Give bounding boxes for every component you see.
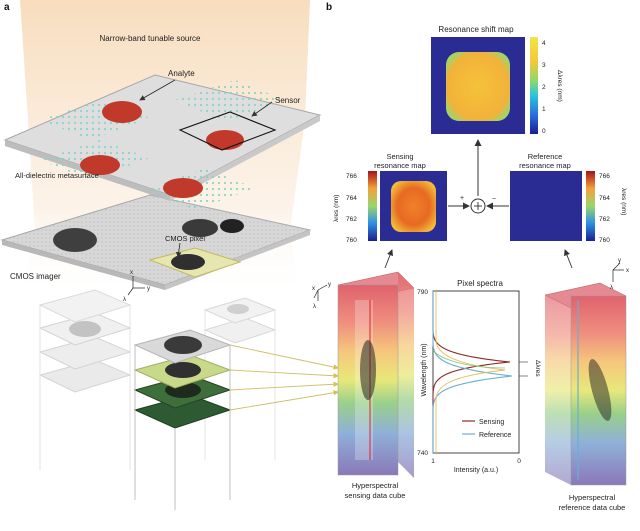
spectra-ylabel: Wavelength (nm) xyxy=(421,343,428,396)
left-cube-label-1: Hyperspectral xyxy=(352,481,399,490)
sensing-map-title-2: resonance map xyxy=(374,161,426,170)
reference-data-cube: Hyperspectral reference data cube x y λ xyxy=(544,258,629,512)
right-cube-label-2: reference data cube xyxy=(559,503,626,512)
spectra-xlabel: Intensity (a.u.) xyxy=(454,467,498,474)
shift-tick-0: 4 xyxy=(542,40,546,47)
axis-b-lambda: λ xyxy=(313,304,316,310)
sensing-map: Sensing resonance map 766 764 762 760 λr… xyxy=(333,152,447,244)
axis-b-x: x xyxy=(312,286,315,292)
pixel-stack-left xyxy=(38,289,132,470)
shift-label: Δλres xyxy=(534,360,541,377)
source-label: Narrow-band tunable source xyxy=(100,34,201,43)
spectra-ytick-top: 790 xyxy=(417,289,428,296)
panel-b-letter: b xyxy=(326,2,332,13)
pixel-stack-center xyxy=(133,329,232,510)
reference-tick-2: 762 xyxy=(599,216,610,223)
reference-map-title-1: Reference xyxy=(528,152,563,161)
spectra-axes xyxy=(432,290,520,454)
pixel-spectra: Pixel spectra 790 740 1 0 Wavelength (nm… xyxy=(417,279,541,474)
reference-map-title-2: resonance map xyxy=(519,161,571,170)
sensing-tick-2: 762 xyxy=(346,216,357,223)
sensing-data-cube: Hyperspectral sensing data cube x y λ xyxy=(312,271,415,500)
axis-b2-lambda: λ xyxy=(610,285,613,291)
arrow-cube-to-reference xyxy=(564,249,573,269)
reference-tick-3: 760 xyxy=(599,237,610,244)
spectra-title: Pixel spectra xyxy=(457,279,503,288)
sensing-curve xyxy=(432,291,511,453)
shift-tick-4: 0 xyxy=(542,128,546,135)
spectra-xtick-left: 1 xyxy=(431,458,435,465)
axis-b2-x: x xyxy=(626,268,629,274)
spectra-legend: Sensing Reference xyxy=(462,419,511,439)
reference-tick-1: 764 xyxy=(599,195,610,202)
panel-a-letter: a xyxy=(4,2,10,13)
sensor-label: Sensor xyxy=(275,96,301,105)
spectra-xtick-right: 0 xyxy=(517,458,521,465)
sample-curve-green xyxy=(432,349,506,369)
imager-label: CMOS imager xyxy=(10,272,61,281)
panel-a: a Narrow-band tunable source xyxy=(0,0,339,510)
sensing-tick-1: 764 xyxy=(346,195,357,202)
minus-sign: − xyxy=(492,196,496,203)
cmos-imager-layer: CMOS imager CMOS pixel y x λ xyxy=(0,194,312,303)
spectra-ytick-bottom: 740 xyxy=(417,450,428,457)
axis-b2-y: y xyxy=(618,258,621,264)
arrow-cube-to-sensing xyxy=(384,249,393,269)
sample-curve-yellow xyxy=(435,291,506,453)
axis-indicator-a: y x λ xyxy=(123,270,150,303)
reference-colorbar xyxy=(586,171,595,241)
reference-map-image xyxy=(510,171,582,241)
shift-tick-2: 2 xyxy=(542,84,546,91)
pixel-stack-right xyxy=(203,297,277,460)
axis-indicator-b-right: x y λ xyxy=(610,258,629,291)
analyte-label: Analyte xyxy=(168,69,195,78)
sensing-tick-0: 766 xyxy=(346,173,357,180)
shift-colorbar-label: Δλres (nm) xyxy=(556,70,563,102)
axis-a-y: y xyxy=(147,286,150,292)
plus-sign: + xyxy=(460,195,464,202)
sensing-colorbar-label: λres (nm) xyxy=(333,195,340,222)
legend-label-sensing: Sensing xyxy=(479,419,504,426)
sensing-colorbar xyxy=(368,171,377,241)
axis-b-y: y xyxy=(328,282,331,288)
metasurface-layer: All-dielectric metasurface Analyte Senso… xyxy=(3,69,322,210)
axis-indicator-b-left: x y λ xyxy=(312,282,331,310)
connector-lines xyxy=(229,344,339,411)
reference-colorbar-label: λres (nm) xyxy=(620,188,627,215)
shift-tick-1: 3 xyxy=(542,62,546,69)
summing-operator: + − xyxy=(448,195,509,214)
shift-map-title: Resonance shift map xyxy=(438,25,514,34)
right-cube-label-1: Hyperspectral xyxy=(569,493,616,502)
shift-map: Resonance shift map 4 3 2 1 0 Δλres (nm) xyxy=(431,25,563,135)
axis-a-x: x xyxy=(130,270,133,276)
sensing-tick-3: 760 xyxy=(346,237,357,244)
left-cube-label-2: sensing data cube xyxy=(345,491,406,500)
shift-map-colorbar xyxy=(530,37,538,134)
shift-tick-3: 1 xyxy=(542,106,546,113)
metasurface-label: All-dielectric metasurface xyxy=(15,171,99,180)
panel-b: b Resonance shift map 4 3 2 1 0 Δλres (n… xyxy=(312,2,629,512)
reference-map: Reference resonance map 766 764 762 760 … xyxy=(510,152,627,244)
sensing-map-title-1: Sensing xyxy=(386,152,413,161)
axis-a-lambda: λ xyxy=(123,297,126,303)
legend-label-reference: Reference xyxy=(479,432,511,439)
reference-tick-0: 766 xyxy=(599,173,610,180)
cmos-pixel-label: CMOS pixel xyxy=(165,234,205,243)
